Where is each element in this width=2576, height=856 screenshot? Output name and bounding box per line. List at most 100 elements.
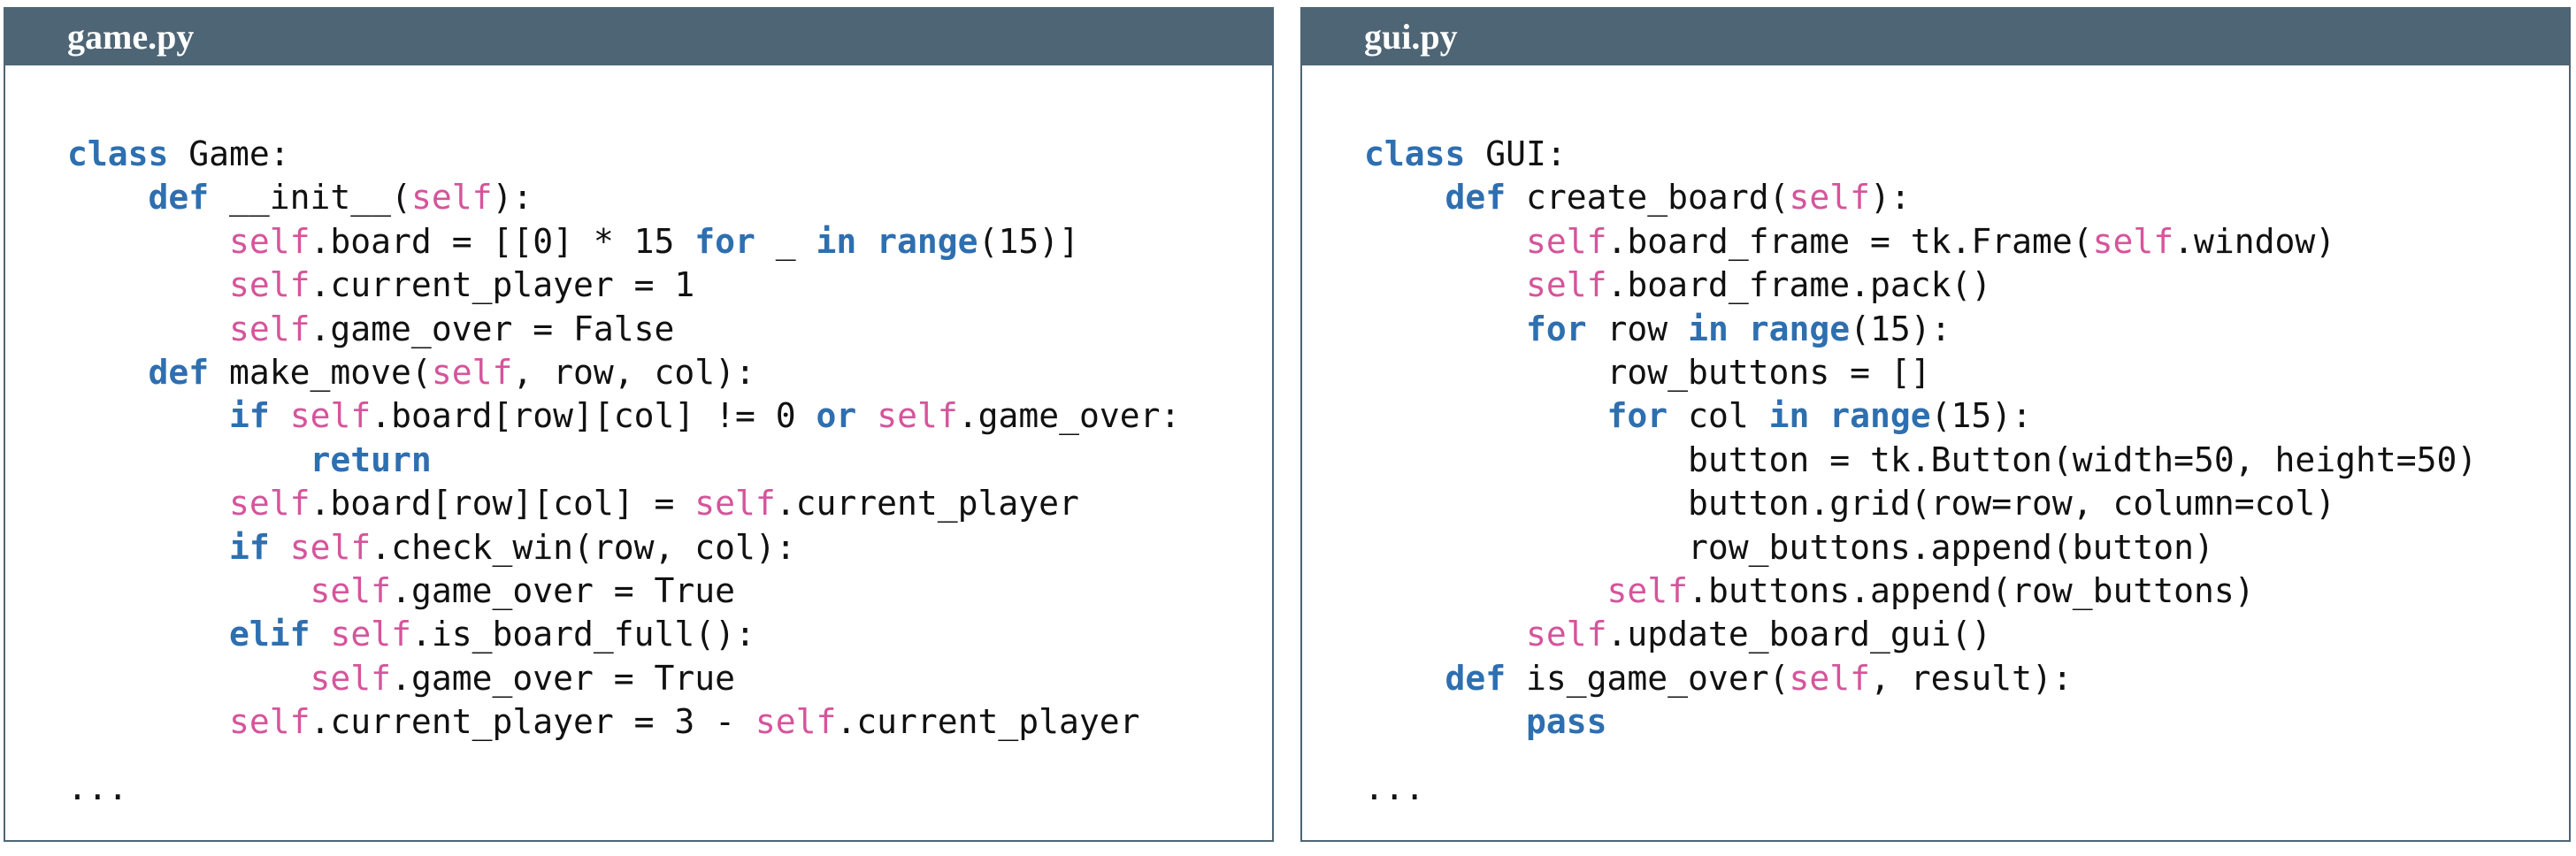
code-self: self [1526, 221, 1607, 261]
code-text: _ [755, 221, 816, 261]
code-text: .current_player = 3 - [310, 702, 755, 742]
code-line: pass [1364, 700, 2569, 744]
code-text: .update_board_gui() [1606, 615, 1992, 654]
code-text: (15): [1850, 309, 1951, 348]
code-self: self [410, 178, 493, 218]
code-text [1364, 265, 1526, 304]
code-self: self [877, 396, 958, 436]
code-text [67, 222, 229, 261]
code-self: self [229, 702, 310, 742]
code-self: self [1789, 178, 1870, 218]
code-keyword: or [816, 396, 857, 436]
code-text: col [1668, 396, 1769, 436]
code-text [67, 528, 229, 567]
panel-title: game.py [5, 9, 1272, 65]
code-block: class Game: def __init__(self): self.boa… [5, 65, 1272, 811]
code-self: self [755, 702, 837, 742]
code-self: self [229, 309, 310, 348]
code-line: self.buttons.append(row_buttons) [1364, 569, 2569, 613]
code-text: , result): [1869, 658, 2073, 698]
code-line: self.board_frame = tk.Frame(self.window) [1364, 220, 2569, 264]
code-line: self.game_over = True [67, 569, 1272, 613]
code-keyword: if [229, 396, 270, 436]
code-line: elif self.is_board_full(): [67, 613, 1272, 656]
code-self: self [1526, 615, 1607, 654]
code-line: if self.check_win(row, col): [67, 526, 1272, 569]
code-keyword: elif [229, 615, 310, 654]
code-text: .buttons.append(row_buttons) [1688, 570, 2255, 610]
code-text [1729, 310, 1749, 348]
code-text [1364, 659, 1445, 698]
code-block: class GUI: def create_board(self): self.… [1302, 65, 2569, 811]
code-text: .check_win(row, col): [371, 527, 796, 567]
code-self: self [310, 570, 392, 610]
code-text [270, 528, 290, 567]
code-self: self [694, 484, 776, 524]
code-text [67, 353, 149, 392]
code-text: .current_player [775, 484, 1079, 524]
code-text: .game_over = True [391, 570, 735, 610]
code-text [67, 571, 310, 610]
code-self: self [2092, 221, 2174, 261]
code-keyword: def [148, 352, 210, 392]
code-text: .current_player = 1 [310, 265, 695, 305]
code-text [67, 265, 229, 304]
code-text [856, 222, 877, 261]
code-self: self [289, 527, 372, 567]
code-keyword: in [816, 221, 857, 261]
code-text: __init__( [209, 178, 411, 218]
code-keyword: in [1768, 396, 1810, 436]
code-text: .board[row][col] = [310, 484, 695, 524]
code-text: row [1586, 309, 1689, 348]
code-line: self.game_over = True [67, 657, 1272, 700]
code-text: , row, col): [512, 352, 755, 392]
code-line: for row in range(15): [1364, 308, 2569, 351]
code-text: .is_board_full(): [410, 615, 755, 654]
code-text: .board_frame = tk.Frame( [1606, 221, 2093, 261]
code-text [1364, 178, 1445, 217]
code-text [67, 484, 229, 523]
code-text [67, 310, 229, 348]
code-text [67, 178, 149, 217]
code-line: return [67, 439, 1272, 482]
code-text [1364, 615, 1526, 653]
code-text [310, 615, 331, 653]
code-text [1364, 702, 1526, 741]
code-text: Game: [168, 134, 290, 173]
game-py-panel: game.py class Game: def __init__(self): … [4, 7, 1274, 842]
code-line: def create_board(self): [1364, 176, 2569, 219]
code-text [67, 615, 229, 653]
code-text [1364, 310, 1526, 348]
code-keyword: pass [1526, 702, 1607, 742]
code-line: self.board[row][col] = self.current_play… [67, 482, 1272, 525]
code-line: self.board = [[0] * 15 for _ in range(15… [67, 220, 1272, 264]
code-line: button = tk.Button(width=50, height=50) [1364, 439, 2569, 482]
code-keyword: for [694, 221, 755, 261]
code-keyword: for [1606, 396, 1668, 436]
code-text: .board = [[0] * 15 [310, 221, 695, 261]
code-self: self [229, 265, 310, 305]
code-keyword: if [229, 527, 270, 567]
code-text: .current_player [836, 702, 1140, 742]
code-text: button = tk.Button(width=50, height=50) [1364, 439, 2478, 479]
code-keyword: return [310, 439, 432, 479]
code-line: if self.board[row][col] != 0 or self.gam… [67, 394, 1272, 438]
code-text [67, 659, 310, 698]
code-line: self.board_frame.pack() [1364, 264, 2569, 307]
code-text [270, 396, 290, 435]
code-builtin: range [1748, 309, 1851, 348]
code-self: self [1606, 570, 1689, 610]
code-line: row_buttons.append(button) [1364, 526, 2569, 569]
code-self: self [1789, 658, 1870, 698]
code-line: button.grid(row=row, column=col) [1364, 482, 2569, 525]
code-line: def is_game_over(self, result): [1364, 657, 2569, 700]
code-text: .window) [2174, 221, 2336, 261]
code-self: self [330, 615, 411, 654]
code-self: self [229, 484, 310, 524]
code-text: row_buttons.append(button) [1364, 527, 2214, 567]
code-keyword: for [1526, 309, 1587, 348]
code-text [1364, 396, 1607, 435]
code-builtin: range [877, 221, 978, 261]
code-self: self [1526, 265, 1607, 305]
code-keyword: def [148, 178, 210, 218]
